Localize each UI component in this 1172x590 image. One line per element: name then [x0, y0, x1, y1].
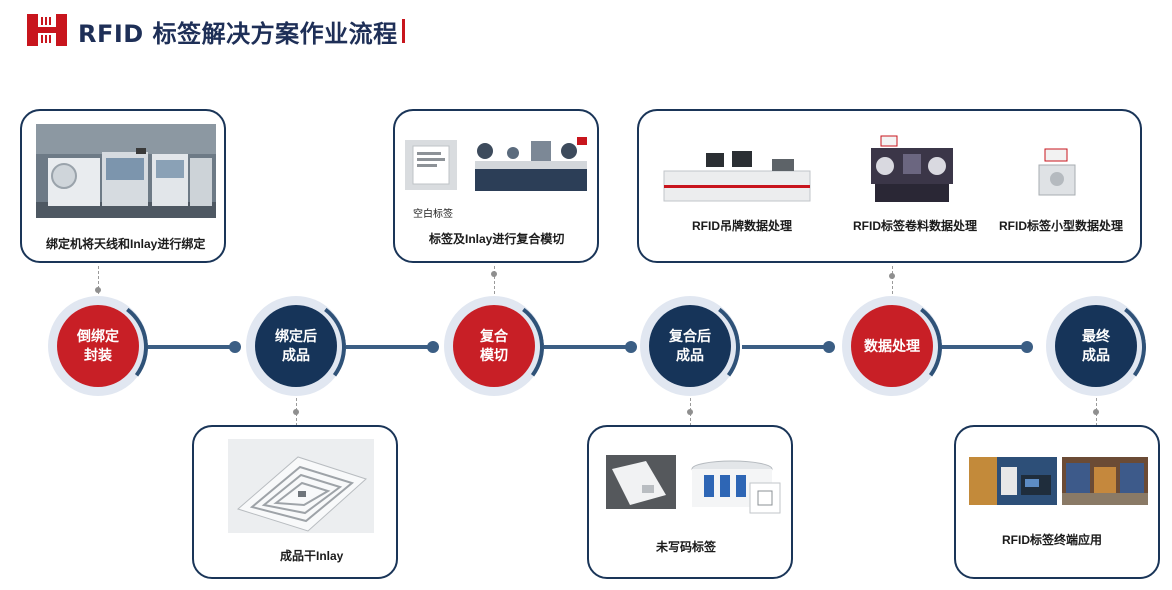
flow-dot-5 [1021, 341, 1033, 353]
connector-3 [494, 266, 495, 294]
flow-line-5 [940, 345, 1028, 349]
box-caption: RFID吊牌数据处理 [692, 219, 792, 233]
label-sample-photo [606, 455, 676, 509]
connector-dot [293, 409, 299, 415]
flow-dot-4 [823, 341, 835, 353]
box-caption: 成品干Inlay [280, 549, 344, 563]
step-node-die-cut: 复合 模切 [439, 291, 551, 403]
brand-logo [27, 14, 67, 46]
box-bind-machine: 绑定机将天线和Inlay进行绑定 [20, 109, 226, 263]
roll-data-machine-photo [867, 126, 957, 208]
flow-dot-3 [625, 341, 637, 353]
box-die-cut: 空白标签 标签及Inlay进行复合模切 [393, 109, 599, 263]
step-node-bonded: 绑定后 成品 [241, 291, 353, 403]
blank-label-photo [405, 140, 457, 190]
flow-line-4 [742, 345, 830, 349]
bonding-machine-photo [36, 124, 216, 218]
step-label: 数据处理 [851, 305, 933, 387]
flow-dot-1 [229, 341, 241, 353]
flow-line-2 [346, 345, 434, 349]
step-node-data: 数据处理 [837, 291, 949, 403]
die-cut-machine-photo [473, 133, 591, 195]
box-data-processing: RFID吊牌数据处理 RFID标签卷料数据处理 RFID标签小型数据处理 [637, 109, 1142, 263]
flow-line-1 [148, 345, 236, 349]
box-caption: 未写码标签 [656, 540, 717, 554]
connector-dot [1093, 409, 1099, 415]
step-label: 复合 模切 [453, 305, 535, 387]
step-label: 绑定后 成品 [255, 305, 337, 387]
warehouse-photo [1062, 457, 1148, 505]
box-caption: RFID标签小型数据处理 [999, 219, 1123, 233]
flow-line-3 [544, 345, 632, 349]
step-node-final: 最终 成品 [1041, 291, 1153, 403]
box-caption: 标签及Inlay进行复合模切 [429, 232, 565, 246]
connector-5 [892, 266, 893, 294]
step-node-flip-chip: 倒绑定 封装 [43, 291, 155, 403]
box-unwritten: 未写码标签 [587, 425, 793, 579]
connector-1 [98, 266, 99, 294]
tag-data-machine-photo [662, 149, 812, 205]
page-title: RFID 标签解决方案作业流程 [78, 20, 398, 48]
connector-dot [95, 287, 101, 293]
connector-dot [889, 273, 895, 279]
step-label: 倒绑定 封装 [57, 305, 139, 387]
retail-scan-photo [969, 457, 1057, 505]
box-caption: RFID标签终端应用 [1002, 533, 1102, 547]
title-accent-bar [402, 19, 405, 43]
step-label: 复合后 成品 [649, 305, 731, 387]
box-final-app: RFID标签终端应用 [954, 425, 1160, 579]
dry-inlay-photo [228, 439, 374, 533]
small-data-machine-photo [1035, 147, 1079, 201]
label-roll-photo [690, 457, 784, 517]
box-caption: 绑定机将天线和Inlay进行绑定 [46, 237, 206, 251]
box-dry-inlay: 成品干Inlay [192, 425, 398, 579]
box-caption: RFID标签卷料数据处理 [853, 219, 977, 233]
connector-dot [491, 271, 497, 277]
step-node-laminated: 复合后 成品 [635, 291, 747, 403]
flow-dot-2 [427, 341, 439, 353]
step-label: 最终 成品 [1055, 305, 1137, 387]
sub-caption: 空白标签 [413, 209, 453, 220]
connector-dot [687, 409, 693, 415]
